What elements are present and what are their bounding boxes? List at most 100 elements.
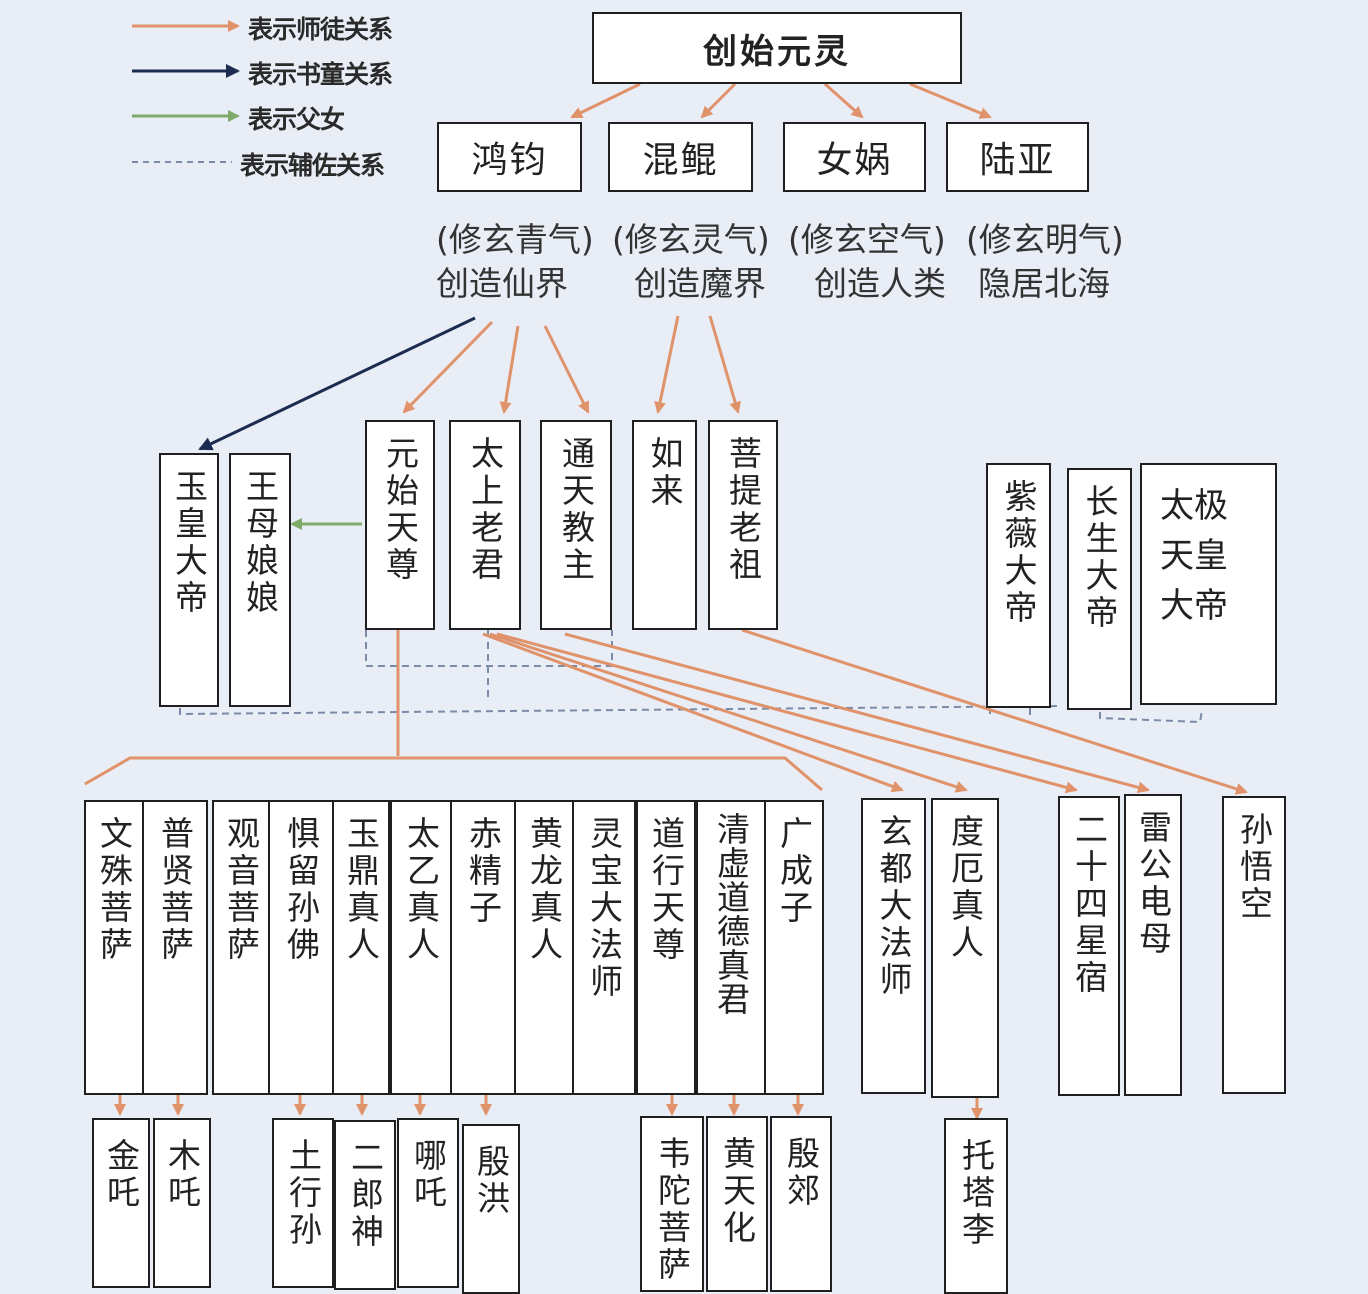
node-label: 土行孙: [283, 1138, 323, 1249]
node-label: 元始天尊: [380, 436, 420, 584]
node-huanglong: 黄龙真人: [514, 800, 574, 1095]
legend-master-disciple-label: 表示师徒关系: [248, 15, 393, 44]
node-label: 托塔李: [956, 1138, 996, 1249]
node-label: 黄龙真人: [524, 816, 564, 964]
node-ziwei: 紫薇大帝: [986, 463, 1051, 708]
node-chijingzi: 赤精子: [450, 800, 516, 1095]
node-tuotali: 托塔李: [944, 1118, 1008, 1294]
node-label: 王母娘娘: [240, 469, 280, 617]
node-jinzha: 金吒: [92, 1118, 150, 1288]
node-erlang: 二郎神: [334, 1120, 396, 1290]
node-label: 长生大帝: [1080, 484, 1119, 632]
node-guangchengzi: 广成子: [764, 800, 824, 1095]
legend-attendant-label: 表示书童关系: [248, 60, 393, 89]
node-label: 二十四星宿: [1069, 812, 1109, 997]
node-label: 观音菩萨: [221, 816, 261, 964]
node-wenshu: 文殊菩萨: [84, 800, 144, 1095]
desc-hunkun: (修玄灵气) 创造魔界: [612, 218, 770, 306]
node-yinhong: 殷洪: [462, 1124, 520, 1294]
node-qingxu: 清虚道德真君: [696, 800, 766, 1095]
desc-role: 创造人类: [814, 264, 946, 303]
taiji-line-2: 天皇: [1160, 536, 1228, 576]
node-daoxing: 道行天尊: [636, 800, 696, 1095]
node-label: 二郎神: [345, 1140, 385, 1251]
node-guanyin: 观音菩萨: [212, 800, 270, 1095]
node-label: 韦陀菩萨: [652, 1136, 692, 1284]
node-puti: 菩提老祖: [708, 420, 778, 630]
node-yuding: 玉鼎真人: [332, 800, 390, 1095]
node-label: 道行天尊: [646, 816, 686, 964]
node-label: 殷洪: [471, 1144, 511, 1218]
node-taiji: 太极 天皇 大帝: [1140, 463, 1277, 705]
node-label: 雷公电母: [1133, 810, 1173, 958]
node-tuxingsun: 土行孙: [272, 1118, 334, 1288]
desc-cultivates: (修玄青气): [436, 220, 594, 259]
node-jade-emperor: 玉皇大帝: [159, 453, 219, 707]
node-label: 金吒: [101, 1138, 141, 1212]
legend-lines: [132, 20, 240, 163]
node-taiyi: 太乙真人: [390, 800, 452, 1095]
node-yinjiao: 殷郊: [770, 1116, 832, 1292]
node-label: 木吒: [162, 1138, 202, 1212]
legend-assistant-label: 表示辅佐关系: [240, 151, 385, 180]
node-tongtian: 通天教主: [540, 420, 612, 630]
node-label: 广成子: [774, 816, 814, 927]
node-label: 哪吒: [408, 1138, 448, 1212]
node-juliusun: 惧留孙佛: [268, 800, 334, 1095]
node-label: 惧留孙佛: [281, 816, 321, 964]
taiji-label: 太极 天皇 大帝: [1160, 481, 1228, 631]
desc-role: 创造仙界: [436, 264, 568, 303]
node-label: 紫薇大帝: [999, 479, 1038, 627]
taiji-line-1: 太极: [1160, 486, 1228, 526]
desc-nuwa: (修玄空气) 创造人类: [788, 218, 946, 306]
root-node: 创始元灵: [592, 12, 962, 84]
node-huangtianhua: 黄天化: [706, 1116, 768, 1292]
node-luya: 陆亚: [946, 122, 1089, 192]
node-taishang: 太上老君: [449, 420, 521, 630]
desc-hongjun: (修玄青气) 创造仙界: [436, 218, 594, 306]
node-nezha: 哪吒: [397, 1118, 459, 1288]
desc-cultivates: (修玄灵气): [612, 220, 770, 259]
node-label: 通天教主: [556, 436, 596, 584]
node-label: 太乙真人: [401, 816, 441, 964]
node-changsheng: 长生大帝: [1067, 468, 1132, 710]
node-label: 太上老君: [465, 436, 505, 584]
node-leigong: 雷公电母: [1124, 794, 1182, 1096]
node-xuandu: 玄都大法师: [861, 798, 926, 1094]
node-label: 菩提老祖: [723, 436, 763, 584]
desc-role: 创造魔界: [634, 264, 766, 303]
node-hongjun: 鸿钧: [437, 122, 582, 192]
node-label: 黄天化: [717, 1136, 757, 1247]
desc-luya: (修玄明气) 隐居北海: [966, 218, 1124, 306]
node-hunkun: 混鲲: [608, 122, 753, 192]
node-label: 孙悟空: [1234, 812, 1274, 923]
node-label: 玉鼎真人: [341, 816, 381, 964]
node-puxian: 普贤菩萨: [142, 800, 208, 1095]
node-label: 鸿钧: [471, 140, 548, 181]
node-label: 女娲: [816, 140, 893, 181]
legend-father-daughter-label: 表示父女: [248, 105, 345, 134]
desc-role: 隐居北海: [978, 264, 1110, 303]
node-label: 普贤菩萨: [155, 816, 195, 964]
node-label: 赤精子: [463, 816, 503, 927]
root-label: 创始元灵: [703, 31, 851, 72]
node-lingbao: 灵宝大法师: [572, 800, 636, 1095]
node-muzha: 木吒: [153, 1118, 211, 1288]
node-queen-mother: 王母娘娘: [229, 453, 291, 707]
node-label: 陆亚: [979, 140, 1056, 181]
node-weituo: 韦陀菩萨: [640, 1116, 704, 1292]
node-label: 殷郊: [781, 1136, 821, 1210]
node-label: 灵宝大法师: [584, 816, 624, 1001]
desc-cultivates: (修玄明气): [966, 220, 1124, 259]
node-label: 度厄真人: [945, 814, 985, 962]
desc-cultivates: (修玄空气): [788, 220, 946, 259]
node-label: 玉皇大帝: [169, 469, 209, 617]
node-label: 玄都大法师: [874, 814, 913, 999]
node-due: 度厄真人: [931, 798, 999, 1098]
node-rulai: 如来: [632, 420, 697, 630]
node-label: 清虚道德真君: [711, 812, 751, 1016]
node-nuwa: 女娲: [783, 122, 926, 192]
node-label: 如来: [645, 436, 684, 510]
node-label: 文殊菩萨: [94, 816, 134, 964]
node-yuanshi: 元始天尊: [365, 420, 435, 630]
